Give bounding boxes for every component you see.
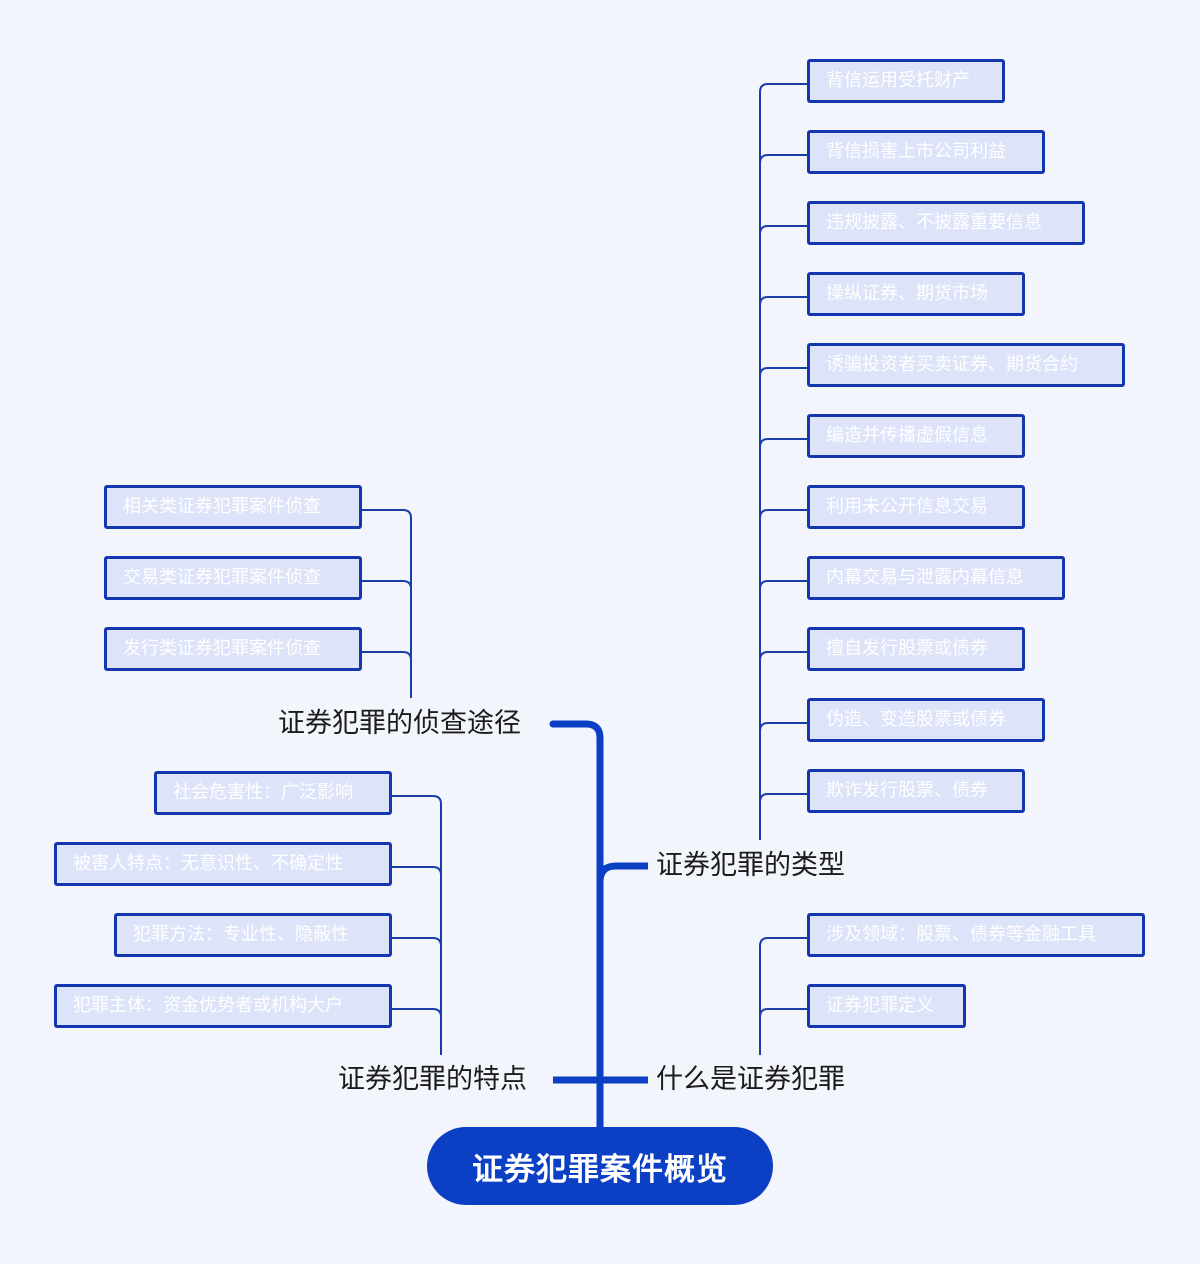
root-node[interactable]: 证券犯罪案件概览: [427, 1127, 773, 1205]
features-item[interactable]: 犯罪方法：专业性、隐蔽性: [114, 913, 392, 957]
features-item[interactable]: 犯罪主体：资金优势者或机构大户: [54, 984, 392, 1028]
investigation-item[interactable]: 交易类证券犯罪案件侦查: [104, 556, 362, 600]
features-item[interactable]: 被害人特点：无意识性、不确定性: [54, 842, 392, 886]
branch-types-label[interactable]: 证券犯罪的类型: [656, 850, 845, 881]
branch-features-label[interactable]: 证券犯罪的特点: [338, 1064, 527, 1095]
investigation-item[interactable]: 发行类证券犯罪案件侦查: [104, 627, 362, 671]
types-item[interactable]: 背信运用受托财产: [807, 59, 1005, 103]
types-item[interactable]: 擅自发行股票或债券: [807, 627, 1025, 671]
branch-investigation-label[interactable]: 证券犯罪的侦查途径: [278, 708, 521, 739]
types-item[interactable]: 欺诈发行股票、债券: [807, 769, 1025, 813]
investigation-item[interactable]: 相关类证券犯罪案件侦查: [104, 485, 362, 529]
types-item[interactable]: 内幕交易与泄露内幕信息: [807, 556, 1065, 600]
types-item[interactable]: 诱骗投资者买卖证券、期货合约: [807, 343, 1125, 387]
types-item[interactable]: 利用未公开信息交易: [807, 485, 1025, 529]
branch-what-label[interactable]: 什么是证券犯罪: [656, 1064, 845, 1095]
features-item[interactable]: 社会危害性：广泛影响: [154, 771, 392, 815]
what-item[interactable]: 涉及领域：股票、债券等金融工具: [807, 913, 1145, 957]
types-item[interactable]: 操纵证券、期货市场: [807, 272, 1025, 316]
types-item[interactable]: 违规披露、不披露重要信息: [807, 201, 1085, 245]
types-item[interactable]: 背信损害上市公司利益: [807, 130, 1045, 174]
types-item[interactable]: 伪造、变造股票或债券: [807, 698, 1045, 742]
types-item[interactable]: 编造并传播虚假信息: [807, 414, 1025, 458]
what-item[interactable]: 证券犯罪定义: [807, 984, 966, 1028]
